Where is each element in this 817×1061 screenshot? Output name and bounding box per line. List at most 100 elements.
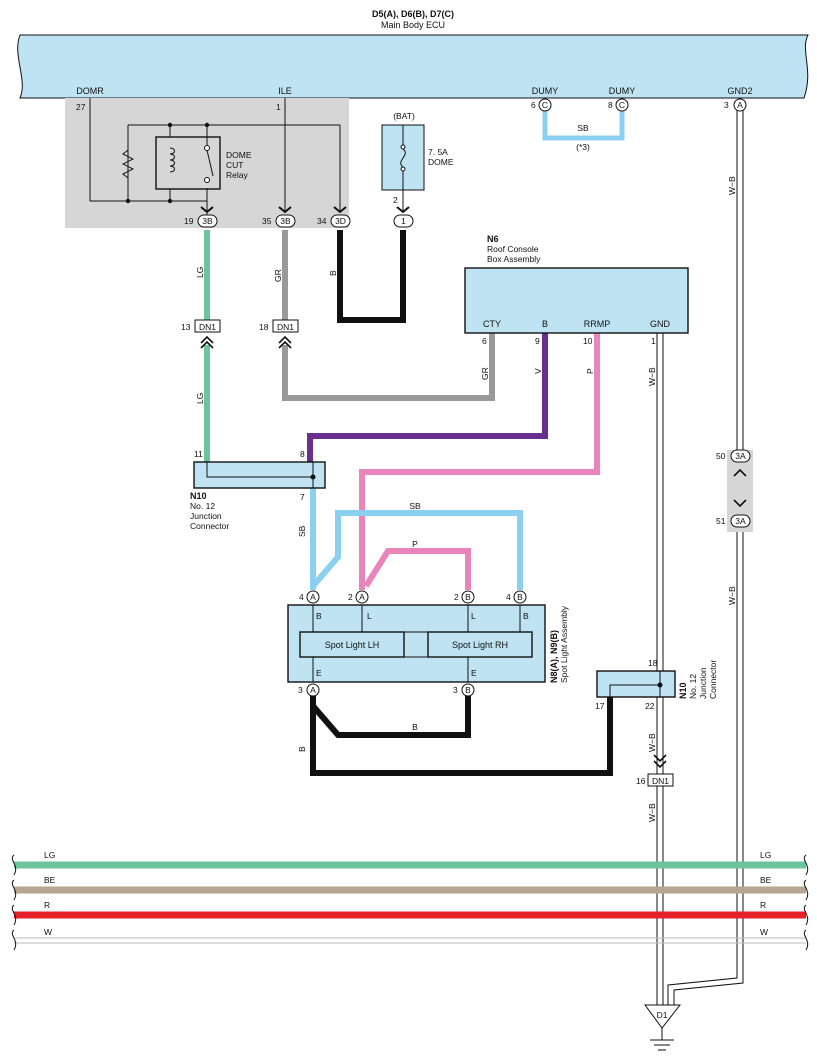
label-lg-2: LG [195, 393, 205, 404]
label-v: V [533, 368, 543, 374]
ecu-box [17, 34, 809, 99]
label-wb-5: W−B [647, 803, 657, 822]
ecu-term-ile: ILE [278, 86, 292, 96]
junction-left-box [193, 461, 326, 489]
jr-pin-17: 17 [595, 701, 605, 711]
conn-gnd2-code: A [737, 100, 743, 110]
sl-top-conn-1: A [310, 592, 316, 602]
jl-line1: No. 12 [190, 501, 215, 511]
jr-pin-18: 18 [648, 658, 658, 668]
jr-line1: No. 12 [688, 674, 698, 699]
ecu-term-dumy-1: DUMY [532, 86, 559, 96]
ecu-code: D5(A), D6(B), D7(C) [372, 9, 454, 19]
label-sb-1: SB [297, 525, 307, 537]
jl-pin-8: 8 [300, 449, 305, 459]
wire-b-ground [310, 693, 613, 776]
dumy-conn-c-2: C [619, 100, 625, 110]
spot-light-bottom-connectors [306, 683, 475, 697]
dumy-pin-8: 8 [608, 100, 613, 110]
junction-left-dot [310, 474, 316, 480]
relay-junction-dots [125, 122, 210, 204]
bus-w-label-left: W [44, 927, 52, 937]
rc-term-gnd: GND [650, 319, 671, 329]
conn-51-code: 3A [735, 516, 746, 526]
roof-console-line1: Roof Console [487, 244, 539, 254]
ground-code: D1 [657, 1010, 668, 1020]
bus-be-label-right: BE [760, 875, 772, 885]
relay-label-1: DOME [226, 150, 252, 160]
conn-dn1-18-pin: 18 [259, 322, 269, 332]
spot-light-name: Spot Light Assembly [559, 605, 569, 683]
sl-top-pin-2: 2 [348, 592, 353, 602]
bus-lg-label-left: LG [44, 850, 55, 860]
bus-be-label-left: BE [44, 875, 56, 885]
sl-bot-term-1: E [316, 668, 322, 678]
conn-34-pin: 34 [317, 216, 327, 226]
ground-symbol [644, 1004, 682, 1051]
ecu-term-dumy-2: DUMY [609, 86, 636, 96]
conn-19-pin: 19 [184, 216, 194, 226]
label-wb-1: W−B [647, 367, 657, 386]
dome-cut-relay [89, 98, 341, 216]
conn-51-pin: 51 [716, 516, 726, 526]
dumy-connectors [538, 98, 629, 112]
conn-dn1-16-pin: 16 [636, 776, 646, 786]
roof-console-code: N6 [487, 234, 499, 244]
bus-be [11, 879, 809, 901]
ecu-term-gnd2: GND2 [727, 86, 752, 96]
jr-line2: Junction [698, 667, 708, 699]
sl-top-term-4: B [523, 611, 529, 621]
spot-light-lh-label: Spot Light LH [325, 640, 380, 650]
jr-pin-22: 22 [645, 701, 655, 711]
junction-right-dot [657, 682, 663, 688]
junction-right-box [596, 670, 676, 698]
rc-pin-1: 1 [651, 336, 656, 346]
jl-code: N10 [190, 491, 207, 501]
bus-r-label-left: R [44, 900, 50, 910]
sl-top-pin-3: 2 [454, 592, 459, 602]
conn-dn1-18 [272, 319, 299, 349]
label-wb-4: W−B [647, 733, 657, 752]
dumy-note: (*3) [576, 142, 590, 152]
conn-dn1-18-code: DN1 [277, 322, 294, 332]
jr-code: N10 [678, 682, 688, 699]
rc-term-b: B [542, 319, 548, 329]
bus-r-label-right: R [760, 900, 766, 910]
sl-top-term-1: B [316, 611, 322, 621]
label-b-2: B [412, 722, 418, 732]
spot-light-lh [299, 631, 405, 658]
bus-w-label-right: W [760, 927, 768, 937]
conn-34 [330, 206, 351, 228]
conn-19 [197, 206, 218, 228]
rc-term-cty: CTY [483, 319, 501, 329]
dumy-wire-color: SB [577, 123, 589, 133]
conn-50-pin: 50 [716, 451, 726, 461]
wire-v [307, 333, 548, 462]
label-b-3: B [297, 746, 307, 752]
sl-top-conn-4: B [517, 592, 523, 602]
sl-top-term-2: L [367, 611, 372, 621]
jl-line2: Junction [190, 511, 222, 521]
conn-dn1-16 [647, 754, 674, 787]
bus-w [11, 929, 809, 951]
roof-console-box [464, 267, 689, 334]
wire-p-link [363, 548, 471, 590]
bus-lg-label-right: LG [760, 850, 771, 860]
ecu-name: Main Body ECU [381, 20, 445, 30]
spot-light-rh [427, 631, 533, 658]
jl-line3: Connector [190, 521, 229, 531]
conn-35-code: 3B [280, 216, 291, 226]
wire-p [359, 333, 600, 590]
sl-top-pin-1: 4 [299, 592, 304, 602]
conn-dn1-13-code: DN1 [199, 322, 216, 332]
label-p-1: P [585, 368, 595, 374]
wire-wb-1 [656, 333, 664, 1005]
sl-top-conn-3: B [465, 592, 471, 602]
ecu-pin-27: 27 [76, 102, 86, 112]
dumy-pin-6: 6 [531, 100, 536, 110]
conn-dn1-13 [194, 319, 221, 349]
ecu-term-domr: DOMR [76, 86, 104, 96]
spot-light-code: N8(A), N9(B) [549, 630, 559, 683]
fuse-name: DOME [428, 157, 454, 167]
